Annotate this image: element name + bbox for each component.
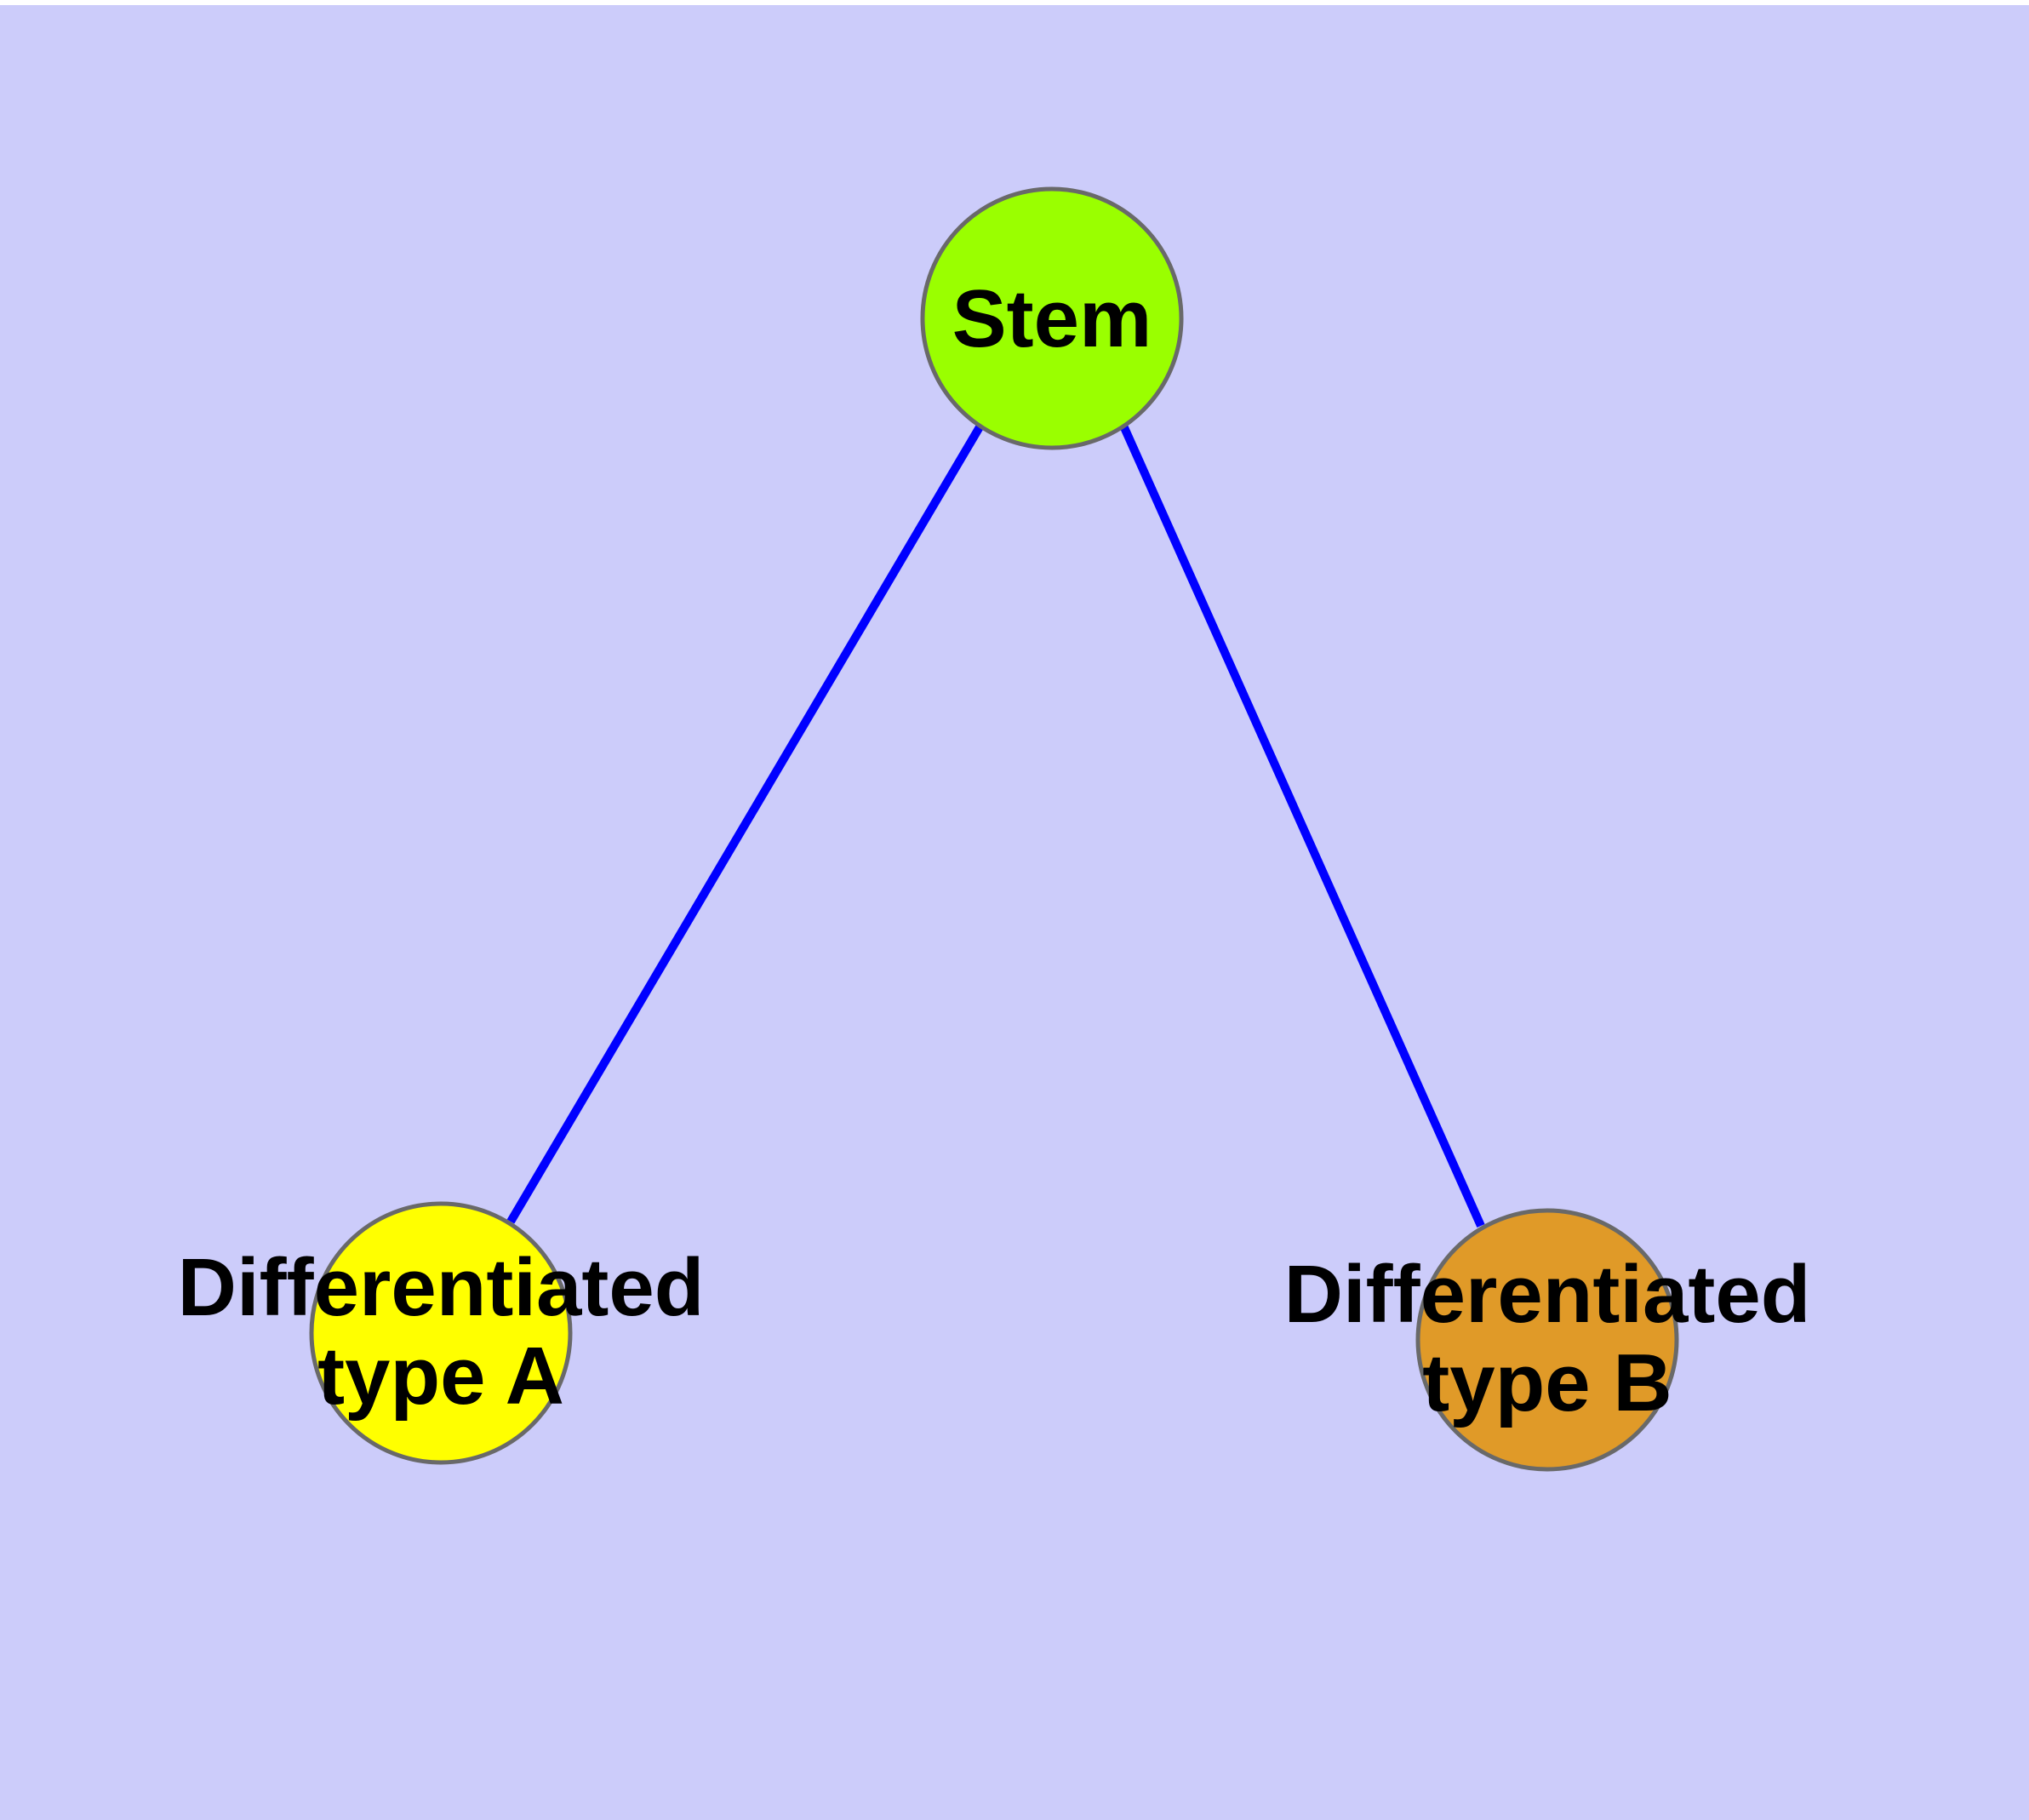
label-layer: Stem Differentiated type A Differentiate… [178, 273, 1811, 1428]
edge-stem-to-differentiated-type-b[interactable] [1119, 423, 1485, 1228]
node-differentiated-type-b-circle[interactable] [1415, 1208, 1679, 1472]
node-differentiated-type-a-circle[interactable] [309, 1201, 573, 1465]
node-stem-label-line-1: Stem [952, 273, 1152, 364]
node-differentiated-type-a-label-line-1: Differentiated [178, 1242, 705, 1333]
node-stem[interactable] [920, 186, 1184, 450]
edge-stem-to-differentiated-type-a[interactable] [506, 423, 985, 1224]
node-differentiated-type-b-label-line-2: type B [1422, 1337, 1672, 1428]
node-layer [309, 186, 1679, 1472]
node-differentiated-type-b-label-line-1: Differentiated [1284, 1249, 1811, 1340]
edge-layer [506, 423, 1485, 1228]
node-differentiated-type-b[interactable] [1415, 1208, 1679, 1472]
node-differentiated-type-a-label-line-2: type A [317, 1331, 564, 1422]
node-differentiated-type-a[interactable] [309, 1201, 573, 1465]
node-stem-circle[interactable] [920, 186, 1184, 450]
